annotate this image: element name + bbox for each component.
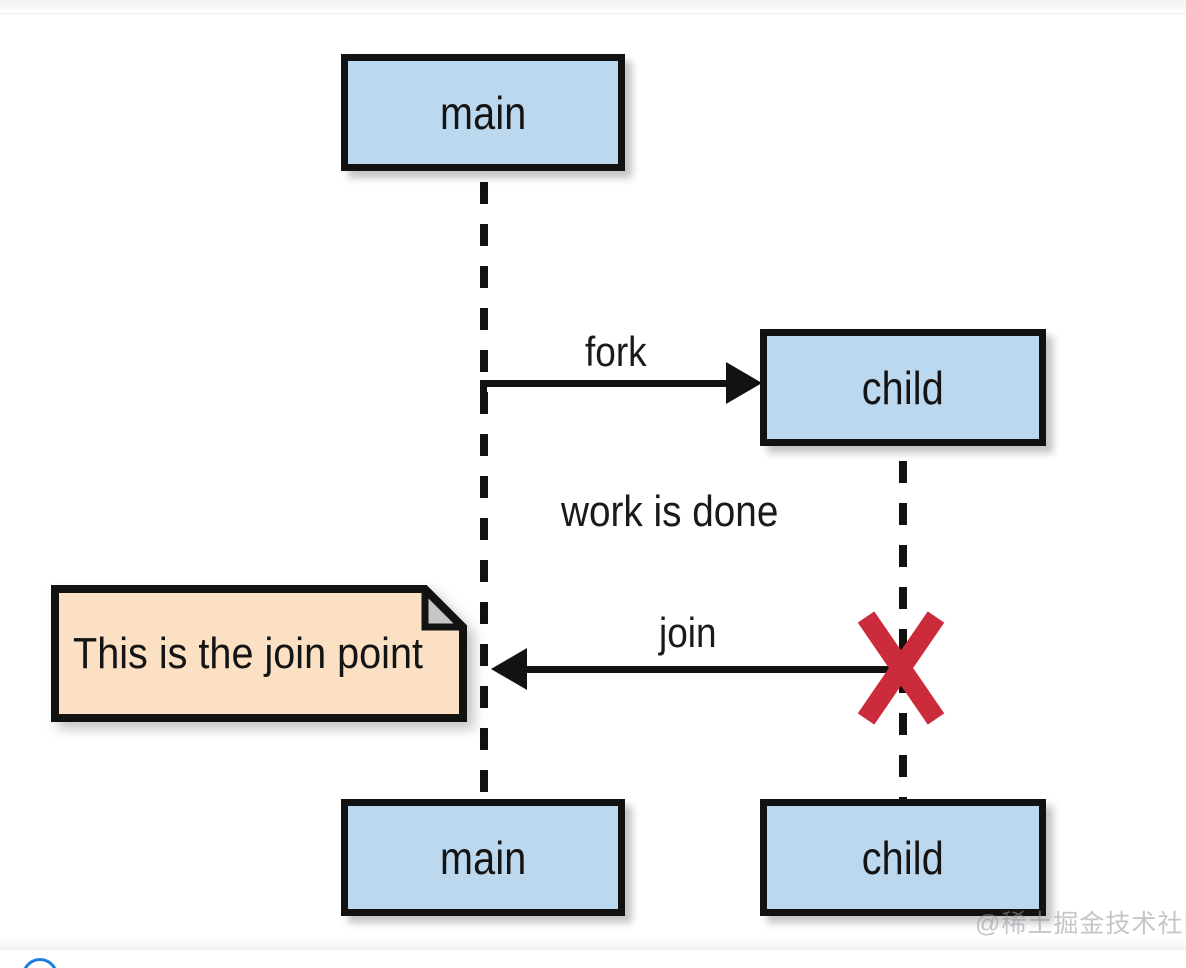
join-message-arrowhead [491,648,527,690]
watermark: @稀土掘金技术社区 [975,910,1186,938]
annotation-work-is-done: work is done [561,487,779,536]
top-divider [0,13,1186,14]
bottom-chrome-band [0,938,1186,950]
top-chrome-band [0,0,1186,14]
destroy-x-icon [857,610,945,726]
diagram-canvas: fork work is done join This is the join … [0,14,1186,938]
note-join-point[interactable]: This is the join point [51,581,471,722]
node-main-top-label: main [439,86,527,139]
bottom-circle-control[interactable] [22,958,58,968]
join-message-line[interactable] [527,666,903,673]
fork-message-label: fork [585,328,647,375]
node-child-bottom-label: child [861,831,945,884]
join-message-label: join [659,609,717,656]
fork-message-origin-stub [480,380,487,414]
node-main-bottom-label: main [439,831,527,884]
node-child-top-label: child [861,361,945,414]
node-child-bottom[interactable]: child [760,799,1046,916]
note-label: This is the join point [73,628,423,678]
node-main-top[interactable]: main [341,54,625,171]
node-child-top[interactable]: child [760,329,1046,446]
node-main-bottom[interactable]: main [341,799,625,916]
fork-message-line[interactable] [483,380,733,387]
lifeline-child [899,419,907,819]
fork-message-arrowhead [726,362,762,404]
lifeline-main [480,140,488,820]
